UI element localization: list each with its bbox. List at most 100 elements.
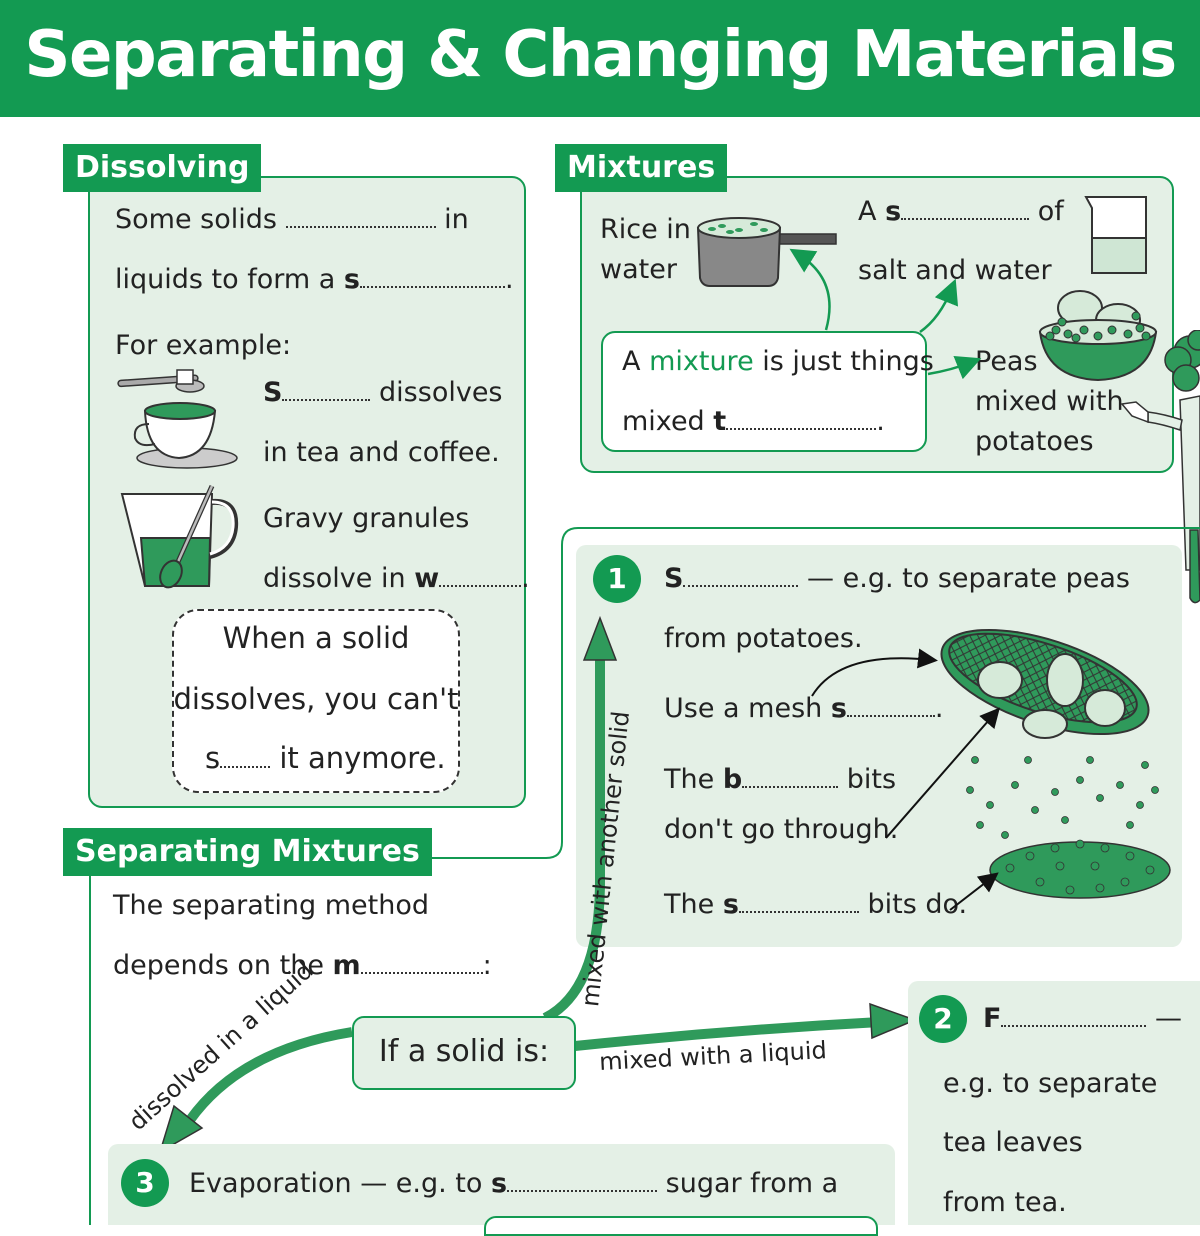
- method1-line1: S — e.g. to separate peas: [664, 563, 1130, 595]
- blank: [683, 563, 799, 587]
- method1-number: 1: [593, 555, 641, 603]
- blank: [742, 764, 839, 788]
- blank: [359, 264, 505, 288]
- mixtures-heading: Mixtures: [555, 144, 728, 192]
- text: mixed: [622, 406, 705, 437]
- peas-line1: Peas: [975, 346, 1038, 377]
- text: liquids to form a: [115, 264, 336, 295]
- text: The: [664, 889, 715, 920]
- text: .: [504, 264, 514, 295]
- blank: [846, 693, 935, 717]
- text: it anymore.: [279, 741, 446, 775]
- method1-small: The s bits do.: [664, 889, 967, 921]
- text: — e.g. to separate peas: [807, 563, 1130, 594]
- definition-line1: A mixture is just things: [622, 346, 934, 378]
- method3-subbox: [484, 1216, 878, 1236]
- method1-big-2: don't go through.: [664, 814, 899, 845]
- method2-line2: e.g. to separate: [943, 1068, 1158, 1099]
- note-line3: s it anymore.: [205, 742, 446, 774]
- mixture-definition-box: [601, 331, 927, 452]
- blank: [220, 744, 271, 768]
- dissolving-line1: Some solids in: [115, 204, 469, 236]
- note-line1: When a solid: [222, 621, 410, 655]
- text: depends on the: [113, 950, 324, 981]
- blank: [738, 889, 859, 913]
- definition-line2: mixed t.: [622, 406, 885, 438]
- text: :: [482, 950, 492, 981]
- hint-letter: S: [664, 563, 684, 594]
- blank: [507, 1168, 658, 1192]
- hint-letter: s: [722, 889, 739, 920]
- method2-line1: F —: [983, 1003, 1182, 1035]
- text: A: [622, 346, 641, 377]
- method1-mesh: Use a mesh s.: [664, 693, 944, 725]
- note-line2: dissolves, you can't: [173, 682, 459, 716]
- hint-letter: s: [343, 264, 360, 295]
- hint-letter: m: [332, 950, 361, 981]
- bowl-peas-potatoes-icon: [1038, 290, 1158, 382]
- text: —: [1155, 1003, 1183, 1034]
- sieve-icon: [811, 628, 1171, 911]
- hint-letter: b: [722, 764, 743, 795]
- text: Some solids: [115, 204, 277, 235]
- keyword: mixture: [649, 346, 754, 377]
- blank: [360, 950, 483, 974]
- text: bits do.: [867, 889, 968, 920]
- text: .: [934, 693, 944, 724]
- text: of: [1037, 196, 1064, 227]
- for-example-label: For example:: [115, 330, 292, 361]
- separating-heading: Separating Mixtures: [63, 828, 432, 876]
- method2-number: 2: [919, 995, 967, 1043]
- rice-label-2: water: [600, 254, 677, 285]
- method1-line2: from potatoes.: [664, 623, 863, 654]
- sugar-line1: S dissolves: [263, 377, 503, 409]
- text: Use a mesh: [664, 693, 823, 724]
- blank: [726, 406, 877, 430]
- method3-line1: Evaporation — e.g. to s sugar from a: [189, 1168, 838, 1200]
- separating-intro-2: depends on the m:: [113, 950, 492, 982]
- text: dissolve in: [263, 563, 406, 594]
- dissolve-note-box: [172, 609, 460, 793]
- teacup-sugar-icon: [117, 369, 238, 469]
- text: sugar from a: [665, 1168, 839, 1199]
- text: in: [444, 204, 469, 235]
- text: .: [876, 406, 885, 437]
- hint-letter: w: [414, 563, 440, 594]
- blank: [901, 196, 1030, 220]
- hint-letter: s: [490, 1168, 508, 1199]
- method2-line4: from tea.: [943, 1187, 1067, 1218]
- hint-letter: s: [830, 693, 847, 724]
- sugar-line2: in tea and coffee.: [263, 437, 500, 468]
- solution-line1: A s of: [858, 196, 1064, 228]
- text: The: [664, 764, 715, 795]
- method3-panel: [108, 1144, 895, 1225]
- saucepan-icon: [696, 217, 837, 287]
- blank: [282, 377, 371, 401]
- text: dissolves: [379, 377, 503, 408]
- method2-line3: tea leaves: [943, 1127, 1083, 1158]
- peas-line2: mixed with: [975, 386, 1124, 417]
- method3-number: 3: [121, 1159, 169, 1207]
- solid-hub-label: If a solid is:: [378, 1034, 550, 1069]
- gravy-line1: Gravy granules: [263, 503, 470, 534]
- text: bits: [846, 764, 897, 795]
- peas-line3: potatoes: [975, 426, 1094, 457]
- text: s: [205, 741, 221, 775]
- text: Evaporation — e.g. to: [189, 1168, 483, 1199]
- title-banner: Separating & Changing Materials: [0, 0, 1200, 117]
- dissolving-heading: Dissolving: [63, 144, 262, 192]
- gravy-line2: dissolve in w.: [263, 563, 530, 595]
- text: A: [858, 196, 877, 227]
- hint-letter: F: [983, 1003, 1002, 1034]
- gravy-jug-icon: [120, 484, 239, 589]
- solid-hub-box: [352, 1016, 576, 1090]
- text: .: [521, 563, 530, 594]
- separating-intro-1: The separating method: [113, 890, 429, 921]
- character-illustration: [1120, 330, 1200, 604]
- hint-letter: s: [885, 196, 902, 227]
- text: is just things: [762, 346, 934, 377]
- hint-letter: t: [713, 406, 727, 437]
- blank: [1001, 1003, 1147, 1027]
